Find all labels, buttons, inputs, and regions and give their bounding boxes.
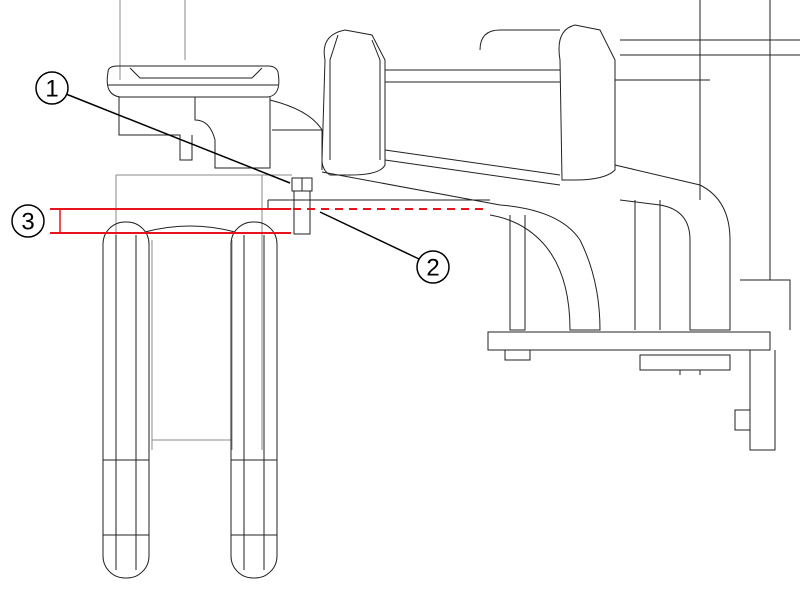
wheel-left — [102, 221, 150, 579]
upper-housing — [106, 0, 323, 170]
callout-2: 2 — [416, 250, 450, 284]
measurement-dimension — [50, 208, 486, 234]
callout-2-label: 2 — [426, 255, 439, 282]
frame-arm — [267, 0, 800, 451]
wheel-right — [230, 221, 278, 579]
central-block — [115, 174, 292, 450]
leader-line-1 — [65, 93, 291, 184]
callout-3: 3 — [11, 204, 45, 238]
callout-1-label: 1 — [45, 76, 58, 103]
callout-1: 1 — [35, 71, 69, 105]
bolt — [291, 177, 313, 235]
callout-3-label: 3 — [21, 209, 34, 236]
leader-line-2 — [319, 211, 420, 260]
